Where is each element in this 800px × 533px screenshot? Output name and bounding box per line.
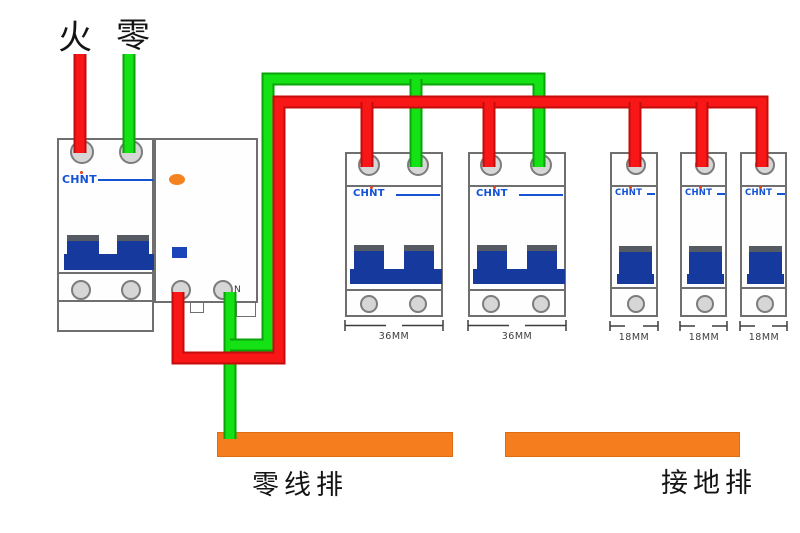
- panel-line: [742, 287, 785, 289]
- terminal-screw: [407, 154, 429, 176]
- brand-logo-dot: [493, 186, 496, 189]
- brand-logo: CHNT: [745, 188, 773, 198]
- breaker-toggle: [477, 245, 507, 271]
- breaker-2pole: CHNT: [345, 152, 443, 317]
- terminal-screw: [696, 295, 714, 313]
- breaker-1pole: CHNT: [740, 152, 787, 317]
- breaker-toggle: [354, 245, 384, 271]
- terminal-screw: [358, 154, 380, 176]
- panel-line: [470, 289, 564, 291]
- brand-logo-dot: [629, 186, 632, 189]
- dimension-line: [609, 321, 659, 331]
- breaker-toggle: [404, 245, 434, 271]
- neutral-busbar-label: 零线排: [252, 470, 348, 501]
- neutral-wire-label: 零: [116, 16, 150, 56]
- din-clip: [236, 303, 256, 317]
- panel-line: [612, 287, 656, 289]
- terminal-screw: [756, 295, 774, 313]
- neutral-busbar: [217, 432, 453, 457]
- brand-logo-dash: [647, 193, 655, 195]
- rcd-indicator: [169, 174, 185, 185]
- terminal-screw: [482, 295, 500, 313]
- breaker-toggle-base: [473, 269, 565, 284]
- dimension-label: 18MM: [618, 332, 650, 343]
- terminal-screw: [121, 280, 141, 300]
- breaker-2pole: CHNT: [468, 152, 566, 317]
- terminal-screw: [530, 154, 552, 176]
- main-breaker-pole-section: CHNT: [57, 138, 154, 302]
- panel-line: [347, 185, 441, 187]
- brand-logo-dash: [717, 193, 725, 195]
- dimension-label: 36MM: [378, 331, 410, 342]
- panel-line: [742, 185, 785, 187]
- brand-logo-dot: [80, 171, 83, 174]
- dimension-label: 18MM: [688, 332, 720, 343]
- breaker-toggle: [527, 245, 557, 271]
- terminal-screw: [360, 295, 378, 313]
- dimension-label: 36MM: [501, 331, 533, 342]
- panel-line: [682, 185, 725, 187]
- breaker-toggle-base: [687, 274, 724, 284]
- rcd-test-button: [172, 247, 187, 258]
- din-clip: [190, 303, 204, 313]
- brand-logo: CHNT: [62, 173, 97, 186]
- brand-logo-dot: [759, 186, 762, 189]
- breaker-toggle-base: [64, 254, 154, 270]
- brand-logo-dot: [370, 186, 373, 189]
- terminal-screw: [409, 295, 427, 313]
- main-breaker-rcd-section: N: [154, 138, 258, 303]
- terminal-screw: [70, 140, 94, 164]
- panel-line: [682, 287, 725, 289]
- breaker-1pole: CHNT: [610, 152, 658, 317]
- brand-logo-dash: [98, 179, 154, 181]
- terminal-screw: [71, 280, 91, 300]
- terminal-screw: [755, 155, 775, 175]
- terminal-screw: [480, 154, 502, 176]
- panel-line: [612, 185, 656, 187]
- brand-logo: CHNT: [615, 188, 643, 198]
- terminal-screw: [171, 280, 191, 300]
- brand-logo-dash: [519, 194, 563, 196]
- dimension-line: [344, 320, 444, 331]
- terminal-screw: [695, 155, 715, 175]
- dimension-line: [739, 321, 788, 331]
- main-breaker-skirt: [57, 302, 154, 332]
- terminal-screw: [627, 295, 645, 313]
- brand-logo-dot: [699, 186, 702, 189]
- panel-line: [470, 185, 564, 187]
- breaker-toggle-base: [350, 269, 442, 284]
- ground-busbar: [505, 432, 740, 457]
- breaker-toggle-base: [747, 274, 784, 284]
- brand-logo: CHNT: [476, 188, 508, 199]
- dimension-line: [467, 320, 567, 331]
- terminal-screw: [532, 295, 550, 313]
- dimension-label: 18MM: [748, 332, 780, 343]
- brand-logo-dash: [396, 194, 440, 196]
- breaker-toggle-base: [617, 274, 654, 284]
- terminal-screw: [626, 155, 646, 175]
- breaker-1pole: CHNT: [680, 152, 727, 317]
- neutral-terminal-label: N: [234, 285, 241, 295]
- terminal-screw: [213, 280, 233, 300]
- brand-logo-dash: [777, 193, 785, 195]
- panel-line: [347, 289, 441, 291]
- brand-logo: CHNT: [353, 188, 385, 199]
- terminal-screw: [119, 140, 143, 164]
- dimension-line: [679, 321, 728, 331]
- ground-busbar-label: 接地排: [661, 468, 757, 499]
- live-wire-label: 火: [58, 18, 92, 58]
- brand-logo: CHNT: [685, 188, 713, 198]
- panel-line: [59, 272, 152, 274]
